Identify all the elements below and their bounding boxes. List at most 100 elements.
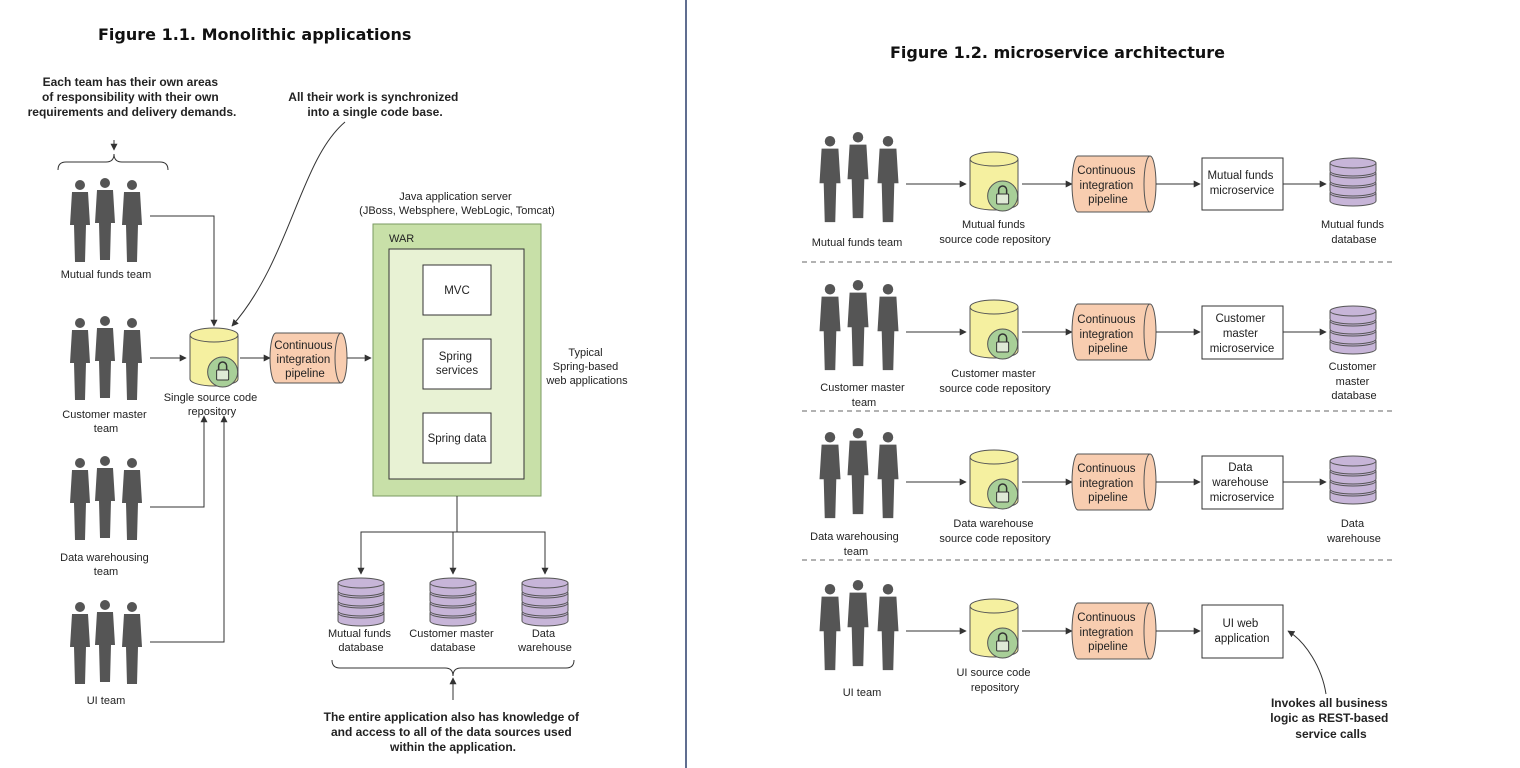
service-label: Customer master microservice [1210,313,1275,355]
figure-microservices: Figure 1.2. microservice architecture Mu… [802,43,1392,741]
ci-pipeline: Continuous integration pipeline [269,332,348,384]
repository-label: Data warehouse source code repository [939,518,1051,545]
repository-cylinder [969,598,1019,659]
person-head [852,280,864,291]
person-body [122,470,142,540]
person-body [95,468,115,538]
db-layer-top [429,577,477,589]
repository-cylinder [189,327,239,388]
lock-shackle [997,632,1008,641]
pipeline-label: Continuous integration pipeline [1077,314,1138,355]
cylinder-top [969,449,1019,465]
person-body [70,330,90,400]
person-body [122,614,142,684]
person-body [95,612,115,682]
lock-shackle [217,361,228,370]
server-caption: Java application server (JBoss, Webspher… [359,191,555,217]
person-body [819,148,841,223]
database-icon [1329,305,1377,355]
pipeline-end [1143,303,1151,361]
people-icon [70,600,142,684]
note-sync: All their work is synchronized into a si… [288,90,461,119]
db-layer-top [1329,305,1377,317]
connector-ui [150,415,228,643]
connector-data-warehousing [150,415,208,508]
person-head [75,180,85,190]
database-icon [1329,157,1377,207]
person-head [882,432,894,443]
person-head [100,456,110,466]
service-box [1201,305,1284,360]
row-data-warehouse: Data warehousing team Data warehouse sou… [810,428,1381,558]
cylinder-top [969,151,1019,167]
person-head [127,180,137,190]
cylinder-top [189,327,239,343]
lock-icon [996,193,1010,205]
module-spring-data [422,412,492,464]
sync-arrow [231,121,346,327]
database-label: Data warehouse [1326,518,1381,545]
person-body [70,192,90,262]
row-customer-master: Customer master team Customer master sou… [819,280,1377,409]
service-box [1201,157,1284,211]
team-label: Mutual funds team [61,269,152,281]
person-body [877,596,899,671]
connector-mutual-funds [150,215,218,327]
person-head [127,458,137,468]
person-body [70,470,90,540]
database-label: Customer master database [409,628,496,654]
figure-monolithic: Figure 1.1. Monolithic applications Each… [28,25,629,754]
team-data-warehousing: Data warehousing team [60,456,152,578]
db-mutual-funds: Mutual funds database [328,577,394,654]
person-head [824,284,836,295]
db-layer-top [1329,157,1377,169]
person-head [852,132,864,143]
service-label: UI web application [1215,618,1270,645]
pipeline-end [334,332,342,384]
person-head [100,600,110,610]
lock-shackle [997,483,1008,492]
pipeline-shape [1071,155,1157,213]
team-label: Data warehousing team [60,552,152,578]
module-label: MVC [444,285,470,297]
pipeline-end [1143,155,1151,213]
team-label: Data warehousing team [810,531,902,558]
service-box [1201,455,1284,510]
people-icon [70,178,142,262]
person-body [847,440,869,515]
person-head [127,318,137,328]
person-head [824,584,836,595]
db-data-warehouse: Data warehouse [517,577,572,654]
person-head [882,584,894,595]
database-icon [1329,455,1377,505]
person-head [75,318,85,328]
db-layer-top [1329,455,1377,467]
team-label: Customer master team [62,409,149,435]
people-icon [70,316,142,400]
person-body [847,144,869,219]
person-head [824,432,836,443]
person-head [127,602,137,612]
repository-cylinder [969,151,1019,212]
note-teams: Each team has their own areas of respons… [28,75,237,119]
pipeline-end [1143,453,1151,511]
db-customer-master: Customer master database [409,577,496,654]
person-body [877,444,899,519]
team-customer-master: Customer master team [62,316,149,435]
row-mutual-funds: Mutual funds team Mutual funds source co… [812,132,1384,249]
db-layer-top [337,577,385,589]
note-rest: Invokes all business logic as REST-based… [1270,696,1391,741]
person-head [882,284,894,295]
db-layer-top [521,577,569,589]
server-to-db3 [457,531,549,575]
person-head [882,136,894,147]
database-label: Mutual funds database [328,628,394,654]
database-icon [429,577,477,627]
person-body [819,596,841,671]
database-label: Data warehouse [517,628,572,654]
note-data: The entire application also has knowledg… [324,710,583,754]
person-body [877,296,899,371]
repository-cylinder [969,299,1019,360]
person-head [852,580,864,591]
team-mutual-funds: Mutual funds team [61,178,152,281]
